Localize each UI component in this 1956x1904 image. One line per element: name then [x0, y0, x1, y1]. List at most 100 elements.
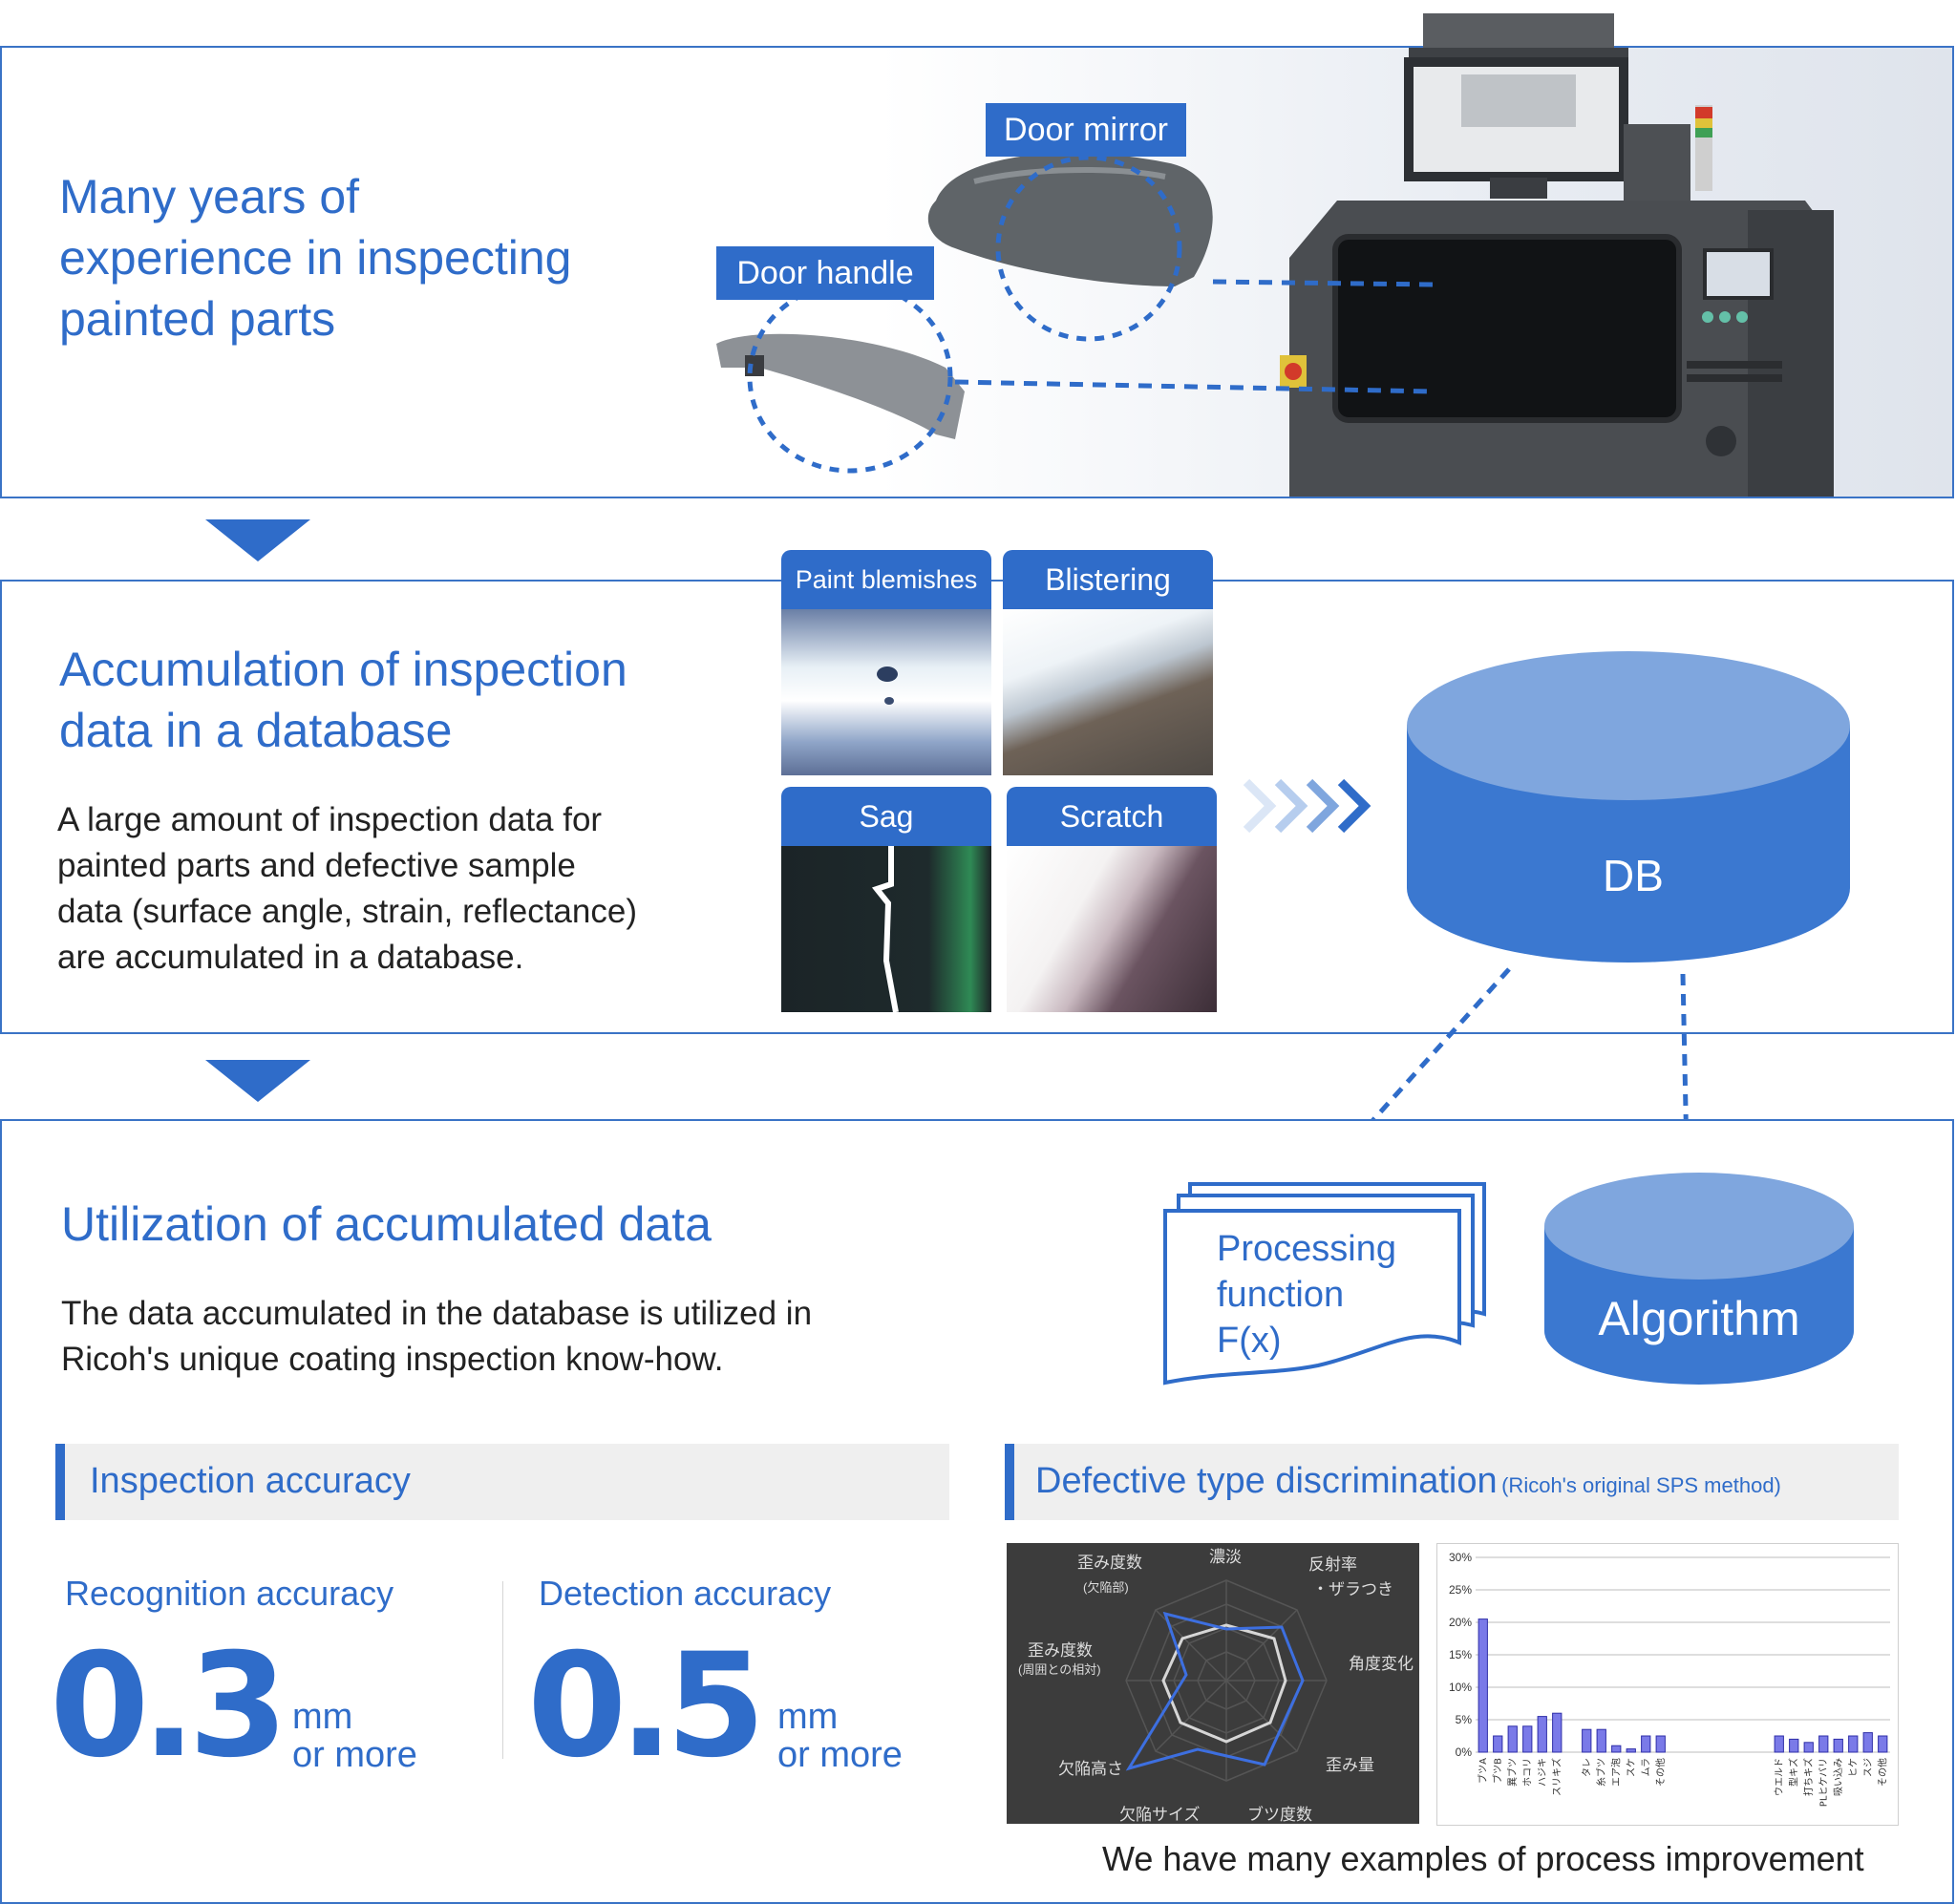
defect-blistering-image [1003, 609, 1213, 775]
bar-chart-category-label: 型キズ [1787, 1758, 1799, 1787]
detection-label: Detection accuracy [539, 1574, 832, 1613]
bar-chart-category-label: その他 [1876, 1758, 1888, 1787]
bar-chart-bar [1774, 1735, 1784, 1753]
recognition-label: Recognition accuracy [65, 1574, 394, 1613]
recognition-unit-mm: mm [292, 1697, 353, 1737]
bar-chart-category-label: エア泡 [1609, 1758, 1622, 1787]
bar-chart-category-label: ハジキ [1538, 1758, 1548, 1787]
bar-chart-category-label: 打ちキズ [1802, 1758, 1815, 1796]
radar-axis-label: ・ザラつき [1312, 1580, 1393, 1598]
bar-chart-category-label: その他 [1654, 1758, 1667, 1787]
radar-axis-label: (欠陥部) [1083, 1580, 1129, 1595]
defect-scratch-label: Scratch [1059, 798, 1164, 834]
chevron-arrows-icon [1243, 778, 1371, 834]
radar-axis-label: 歪み度数 [1077, 1554, 1142, 1572]
bar-chart-bar [1611, 1745, 1622, 1753]
bar-chart-category-label: スケ [1626, 1758, 1637, 1777]
bar-chart-bar [1641, 1735, 1651, 1753]
database-icon [1407, 651, 1850, 963]
db-label: DB [1603, 851, 1664, 900]
recognition-unit-more: or more [292, 1735, 417, 1775]
defect-paint-blemishes: Paint blemishes [781, 550, 991, 775]
detection-unit: mm or more [777, 1698, 903, 1774]
bar-chart-bar [1478, 1618, 1488, 1753]
section2-body-line4: are accumulated in a database. [57, 939, 524, 976]
bar-chart-bar [1878, 1735, 1888, 1753]
inspection-accuracy-header: Inspection accuracy [55, 1444, 949, 1520]
section2-body-line1: A large amount of inspection data for [57, 801, 603, 838]
radar-axis-label: (周囲との相対) [1018, 1662, 1101, 1677]
section2-title: Accumulation of inspection data in a dat… [59, 639, 627, 761]
section3-body: The data accumulated in the database is … [61, 1291, 812, 1383]
detection-unit-more: or more [777, 1735, 903, 1775]
defect-paint-blemishes-image [781, 609, 991, 775]
radar-axis-label: 角度変化 [1349, 1655, 1414, 1673]
radar-axis-label: 濃淡 [1209, 1548, 1242, 1566]
bar-chart-category-label: 糸ブツ [1595, 1758, 1607, 1787]
defect-scratch: Scratch [1007, 787, 1217, 1012]
bar-chart-bar [1537, 1716, 1547, 1753]
algorithm-database-icon [1544, 1173, 1854, 1385]
bar-chart-bar [1848, 1735, 1859, 1753]
bar-chart-category-label: ブツB [1491, 1758, 1503, 1784]
section2-title-line2: data in a database [59, 704, 453, 757]
section3-title: Utilization of accumulated data [61, 1197, 712, 1251]
bar-chart-bar [1552, 1712, 1563, 1753]
radar-axis-label: 欠陥サイズ [1119, 1806, 1201, 1824]
algorithm-label: Algorithm [1598, 1292, 1800, 1345]
bar-chart-ytick: 5% [1456, 1713, 1473, 1726]
bar-chart-ytick: 20% [1449, 1616, 1472, 1629]
processing-line2: function [1217, 1275, 1345, 1315]
inspection-machine-illustration [716, 13, 1834, 497]
section1-title: Many years of experience in inspecting p… [59, 166, 571, 349]
radar-axis-label: 反射率 [1308, 1555, 1357, 1574]
section2-body-line2: painted parts and defective sample [57, 847, 576, 884]
defect-blistering: Blistering [1003, 550, 1213, 775]
section3-body-line2: Ricoh's unique coating inspection know-h… [61, 1341, 724, 1378]
bar-chart-bar [1789, 1738, 1799, 1753]
bar-chart-bar [1626, 1748, 1636, 1753]
recognition-unit: mm or more [292, 1698, 417, 1774]
processing-function-label: Processing function F(x) [1217, 1226, 1396, 1364]
bar-chart-bar [1818, 1735, 1829, 1753]
bar-chart-category-label: 吸い込み [1833, 1758, 1844, 1796]
label-door-mirror: Door mirror [986, 103, 1186, 157]
processing-line3: F(x) [1217, 1321, 1282, 1361]
defect-sag-image [781, 846, 991, 1012]
defect-blistering-label: Blistering [1045, 561, 1171, 597]
radar-axis-label: 欠陥高さ [1058, 1760, 1123, 1778]
bar-chart-category-label: タレ [1581, 1758, 1592, 1777]
defective-type-title: Defective type discrimination [1035, 1461, 1498, 1501]
bar-chart-ytick: 10% [1449, 1681, 1472, 1694]
footer-note: We have many examples of process improve… [1102, 1839, 1864, 1878]
section1-title-line2: experience in inspecting [59, 231, 572, 285]
bar-chart-category-label: ブツA [1477, 1758, 1489, 1784]
bar-chart-category-label: スリキズ [1550, 1758, 1563, 1796]
bar-chart-ytick: 30% [1449, 1551, 1472, 1564]
radar-chart: 濃淡 反射率 ・ザラつき 角度変化 歪み量 ブツ度数 欠陥サイズ 欠陥高さ 歪み… [1007, 1543, 1419, 1824]
bar-chart-bar [1522, 1725, 1533, 1753]
bar-chart-category-label: ホコリ [1521, 1758, 1533, 1787]
bar-chart-category-label: PLヒケバリ [1818, 1758, 1829, 1807]
bar-chart-bar [1596, 1728, 1606, 1753]
radar-axis-label: 歪み度数 [1028, 1641, 1093, 1660]
defect-sag-label: Sag [859, 798, 914, 834]
bar-chart-bar [1655, 1735, 1666, 1753]
accuracy-divider [502, 1581, 503, 1759]
bar-chart-bar [1862, 1732, 1873, 1753]
defective-type-title-wrap: Defective type discrimination (Ricoh's o… [1035, 1461, 1781, 1502]
defect-sag: Sag [781, 787, 991, 1012]
bar-chart-ytick: 0% [1456, 1745, 1473, 1759]
processing-function-icon [1163, 1182, 1486, 1386]
defect-paint-blemishes-label: Paint blemishes [795, 564, 978, 594]
bar-chart-category-label: ヒケ [1847, 1758, 1859, 1777]
section2-title-line1: Accumulation of inspection [59, 643, 627, 696]
bar-chart-bar [1803, 1742, 1814, 1753]
bar-chart-bar [1833, 1738, 1843, 1753]
processing-line1: Processing [1217, 1229, 1396, 1269]
bar-chart-category-label: スジ [1863, 1758, 1874, 1777]
bar-chart-category-label: 異ブツ [1506, 1758, 1519, 1787]
inspection-accuracy-title: Inspection accuracy [90, 1461, 411, 1501]
radar-axis-label: 歪み量 [1326, 1756, 1374, 1774]
